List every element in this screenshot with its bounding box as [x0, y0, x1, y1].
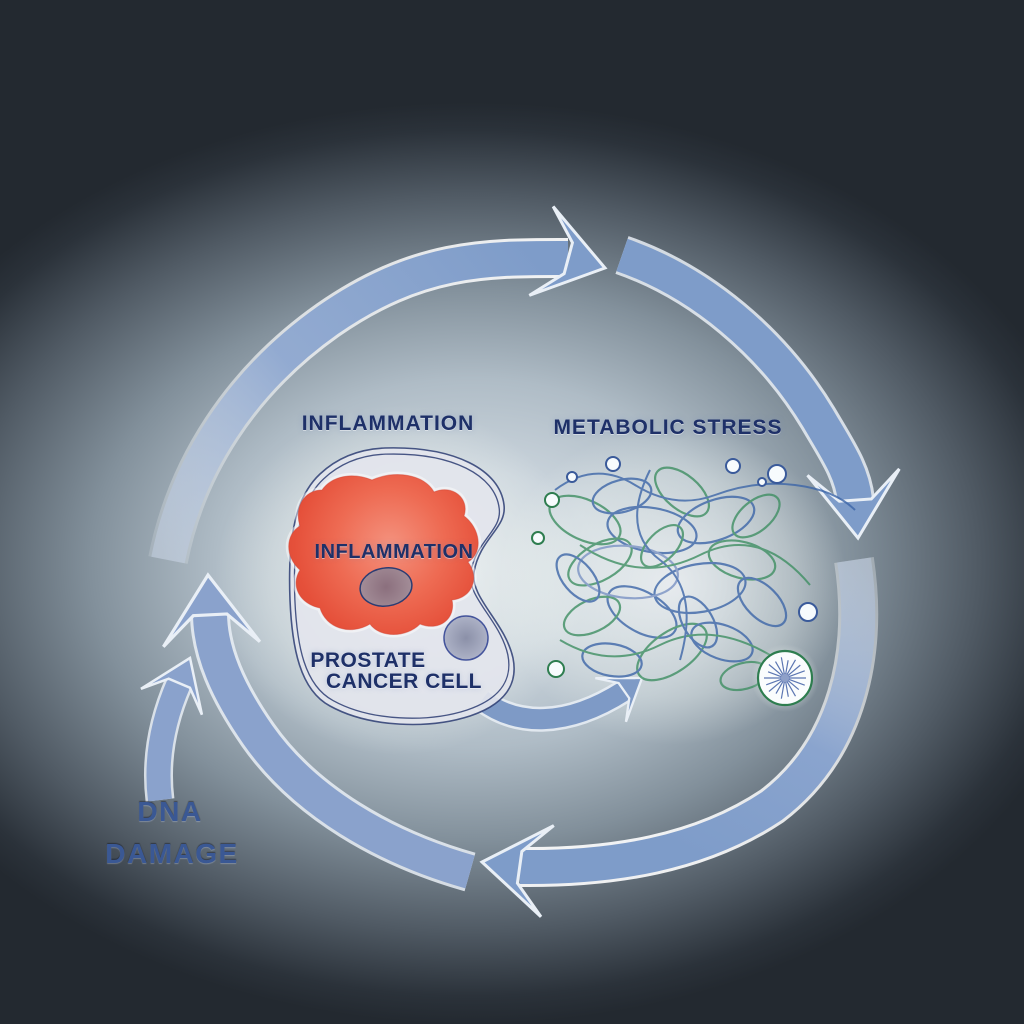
vesicle-bubbles [531, 456, 818, 678]
metabolic-stress-region-label: METABOLIC STRESS [553, 416, 783, 439]
cycle-arrow-left [158, 570, 476, 892]
cell-to-stress-arrow [474, 654, 659, 732]
cycle-arrow-right [615, 236, 906, 543]
dna-damage-arrow [139, 643, 222, 802]
cell-inflammation-label: INFLAMMATION [314, 541, 474, 563]
cycle-arrow-bottom [474, 556, 879, 919]
cell-nucleus [359, 567, 413, 607]
dna-tangle-loops [548, 466, 856, 692]
cell-name-line-2: CANCER CELL [326, 670, 482, 693]
organelle-aster-icon [751, 644, 819, 712]
second-nucleus [443, 615, 489, 661]
inflammation-region-label: INFLAMMATION [301, 412, 475, 435]
prostate-cancer-cell [285, 447, 515, 726]
cell-membrane-outer [288, 447, 515, 726]
dna-damage-label-line-2: DAMAGE [105, 838, 239, 869]
cycle-arrow-top [148, 204, 619, 564]
cycle-arrows [139, 204, 906, 919]
inflammation-blob [285, 471, 481, 638]
dna-damage-label-line-1: DNA [137, 796, 203, 827]
metabolic-stress-tangle [531, 456, 856, 712]
cell-name-line-1: PROSTATE [310, 649, 426, 672]
